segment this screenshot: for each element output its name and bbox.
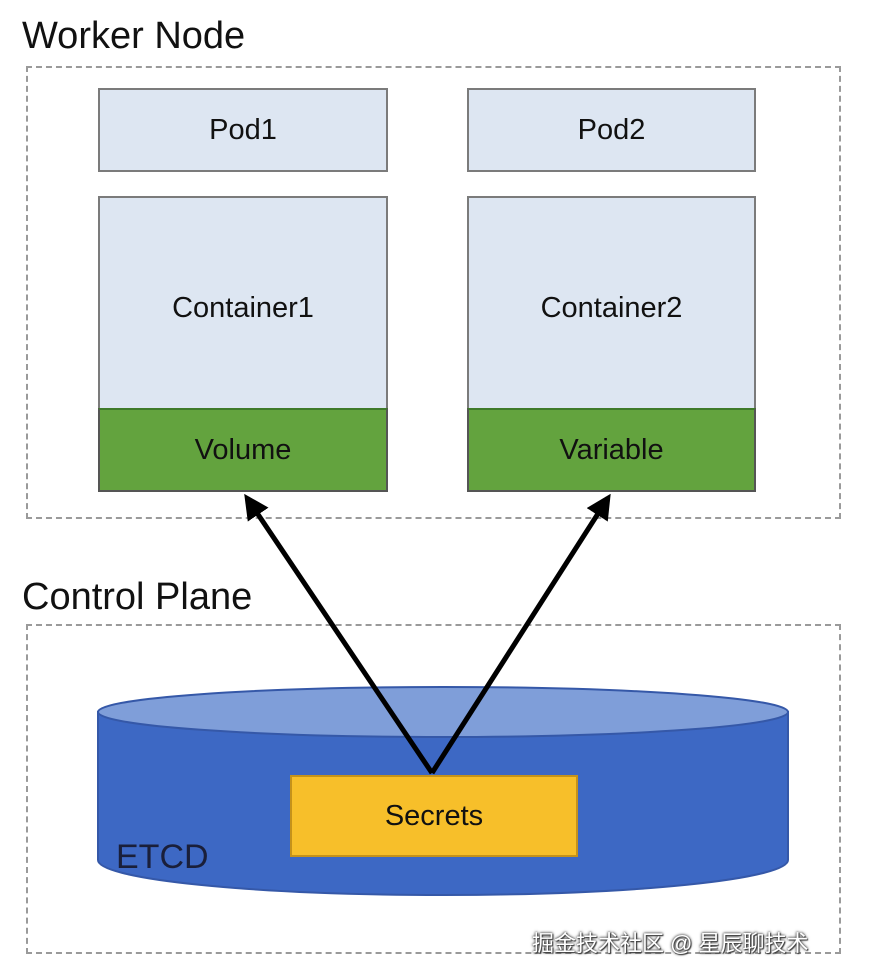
control-plane-boundary — [26, 624, 841, 954]
secrets-box[interactable]: Secrets — [290, 775, 578, 857]
pod1-box[interactable]: Pod1 — [98, 88, 388, 172]
worker-node-title: Worker Node — [22, 15, 246, 57]
container2-label: Container2 — [540, 291, 683, 324]
volume-label: Volume — [194, 433, 292, 466]
control-plane-title: Control Plane — [22, 576, 253, 618]
etcd-cylinder-top — [97, 686, 789, 738]
arrow-secrets-to-volume — [244, 493, 435, 775]
container1-label: Container1 — [172, 291, 314, 324]
container1-box[interactable]: Container1 — [98, 196, 388, 408]
pod1-label: Pod1 — [209, 113, 277, 146]
pod2-box[interactable]: Pod2 — [467, 88, 756, 172]
volume-box[interactable]: Volume — [98, 408, 388, 492]
etcd-label: ETCD — [116, 838, 209, 876]
variable-label: Variable — [559, 433, 664, 466]
arrow-secrets-to-variable — [429, 493, 611, 775]
container2-box[interactable]: Container2 — [467, 196, 756, 408]
pod2-label: Pod2 — [577, 113, 646, 146]
watermark-text: 掘金技术社区 @ 星辰聊技术 — [532, 931, 809, 956]
secrets-label: Secrets — [384, 799, 484, 832]
variable-box[interactable]: Variable — [467, 408, 756, 492]
worker-node-boundary — [26, 66, 841, 519]
